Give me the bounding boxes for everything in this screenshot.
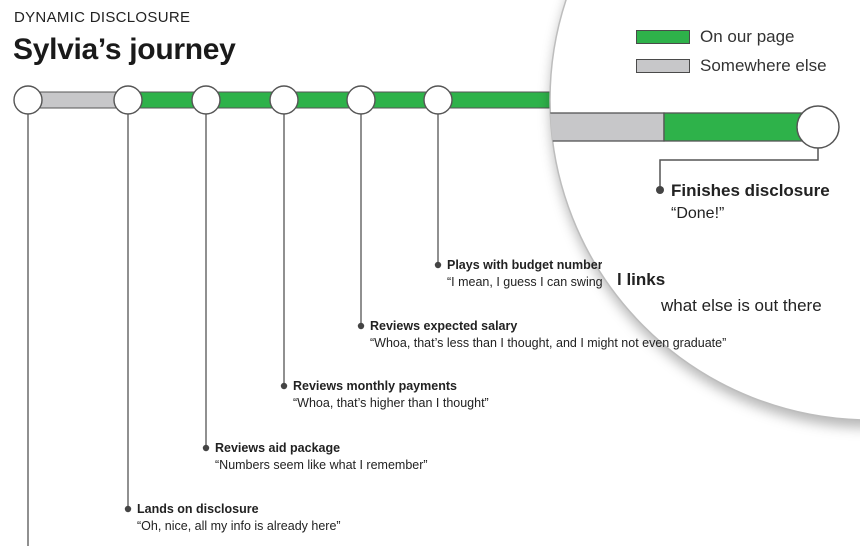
event-label-4: Reviews expected salary “Whoa, that’s le… bbox=[370, 319, 726, 350]
timeline-node-5 bbox=[346, 85, 376, 115]
zoom-segment-1 bbox=[550, 112, 665, 142]
final-node bbox=[796, 105, 840, 149]
legend-label: On our page bbox=[700, 27, 795, 46]
event-label-3: Reviews monthly payments “Whoa, that’s h… bbox=[293, 379, 489, 410]
legend-swatch-elsewhere bbox=[636, 59, 690, 73]
event-quote: “I mean, I guess I can swing it” bbox=[447, 275, 602, 289]
event-label-1: Lands on disclosure “Oh, nice, all my in… bbox=[137, 502, 341, 533]
timeline-node-6 bbox=[423, 85, 453, 115]
final-connector-line bbox=[659, 148, 819, 190]
event-quote: “Whoa, that’s less than I thought, and I… bbox=[370, 336, 727, 350]
eyebrow-label: DYNAMIC DISCLOSURE bbox=[14, 9, 191, 26]
event-title: Reviews expected salary bbox=[370, 319, 518, 333]
final-connector-dot bbox=[656, 186, 664, 194]
connector-dot-2 bbox=[124, 505, 132, 513]
timeline-node-1 bbox=[13, 85, 43, 115]
event-label-5: Plays with budget numbers “I mean, I gue… bbox=[447, 258, 602, 289]
event-title: Reviews aid package bbox=[215, 441, 341, 455]
legend-item-elsewhere: Somewhere else bbox=[636, 56, 827, 76]
connector-dot-3 bbox=[202, 444, 210, 452]
event-label-2: Reviews aid package “Numbers seem like w… bbox=[215, 441, 428, 472]
final-event-title: Finishes disclosure bbox=[671, 181, 830, 200]
event-title: Lands on disclosure bbox=[137, 502, 259, 516]
hidden-event-quote: what else is out there bbox=[661, 296, 822, 315]
connector-dot-6 bbox=[434, 261, 442, 269]
connector-dot-4 bbox=[280, 382, 288, 390]
legend-item-on-page: On our page bbox=[636, 27, 795, 47]
connector-dot-5 bbox=[357, 322, 365, 330]
timeline-node-4 bbox=[269, 85, 299, 115]
event-title: Plays with budget numbers bbox=[447, 258, 602, 272]
zoom-segment-2 bbox=[663, 112, 821, 142]
magnifier-lens bbox=[549, 0, 860, 421]
timeline-node-2 bbox=[113, 85, 143, 115]
final-event-label: Finishes disclosure “Done!” bbox=[671, 181, 830, 223]
final-event-quote: “Done!” bbox=[671, 205, 725, 222]
legend-label: Somewhere else bbox=[700, 56, 827, 75]
timeline-segment-6 bbox=[437, 91, 569, 109]
hidden-event-title: l links bbox=[617, 270, 666, 289]
event-quote: “Numbers seem like what I remember” bbox=[215, 458, 428, 472]
event-quote: “Whoa, that’s higher than I thought” bbox=[293, 396, 489, 410]
legend-swatch-on-page bbox=[636, 30, 690, 44]
event-quote: “Oh, nice, all my info is already here” bbox=[137, 519, 341, 533]
page-title: Sylvia’s journey bbox=[13, 33, 236, 66]
timeline-node-3 bbox=[191, 85, 221, 115]
timeline-segment-1 bbox=[27, 91, 129, 109]
event-title: Reviews monthly payments bbox=[293, 379, 457, 393]
